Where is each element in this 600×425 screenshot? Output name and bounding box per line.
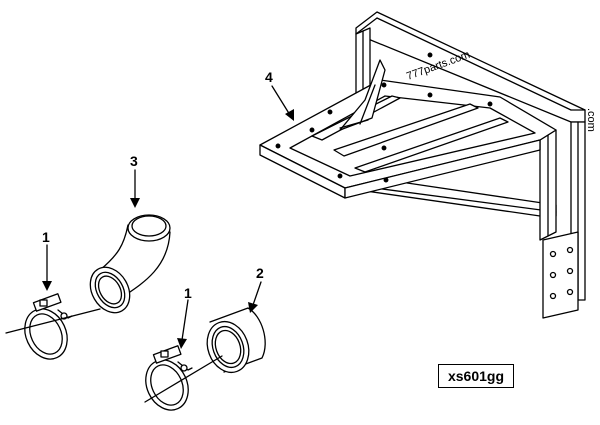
callout-3: 3 xyxy=(130,153,138,169)
leader-arrows xyxy=(42,85,294,349)
mounting-bracket xyxy=(259,11,586,319)
callout-1-lower: 1 xyxy=(184,285,192,301)
sleeve-coupling xyxy=(206,307,266,374)
clamp-lower xyxy=(144,345,223,411)
reference-code-label: xs601gg xyxy=(438,364,514,388)
watermark-edge: .com xyxy=(585,108,597,132)
callout-4: 4 xyxy=(265,69,273,85)
elbow-pipe xyxy=(89,214,171,314)
callout-1-upper: 1 xyxy=(42,229,50,245)
callout-2: 2 xyxy=(256,265,264,281)
clamp-upper xyxy=(5,293,101,360)
